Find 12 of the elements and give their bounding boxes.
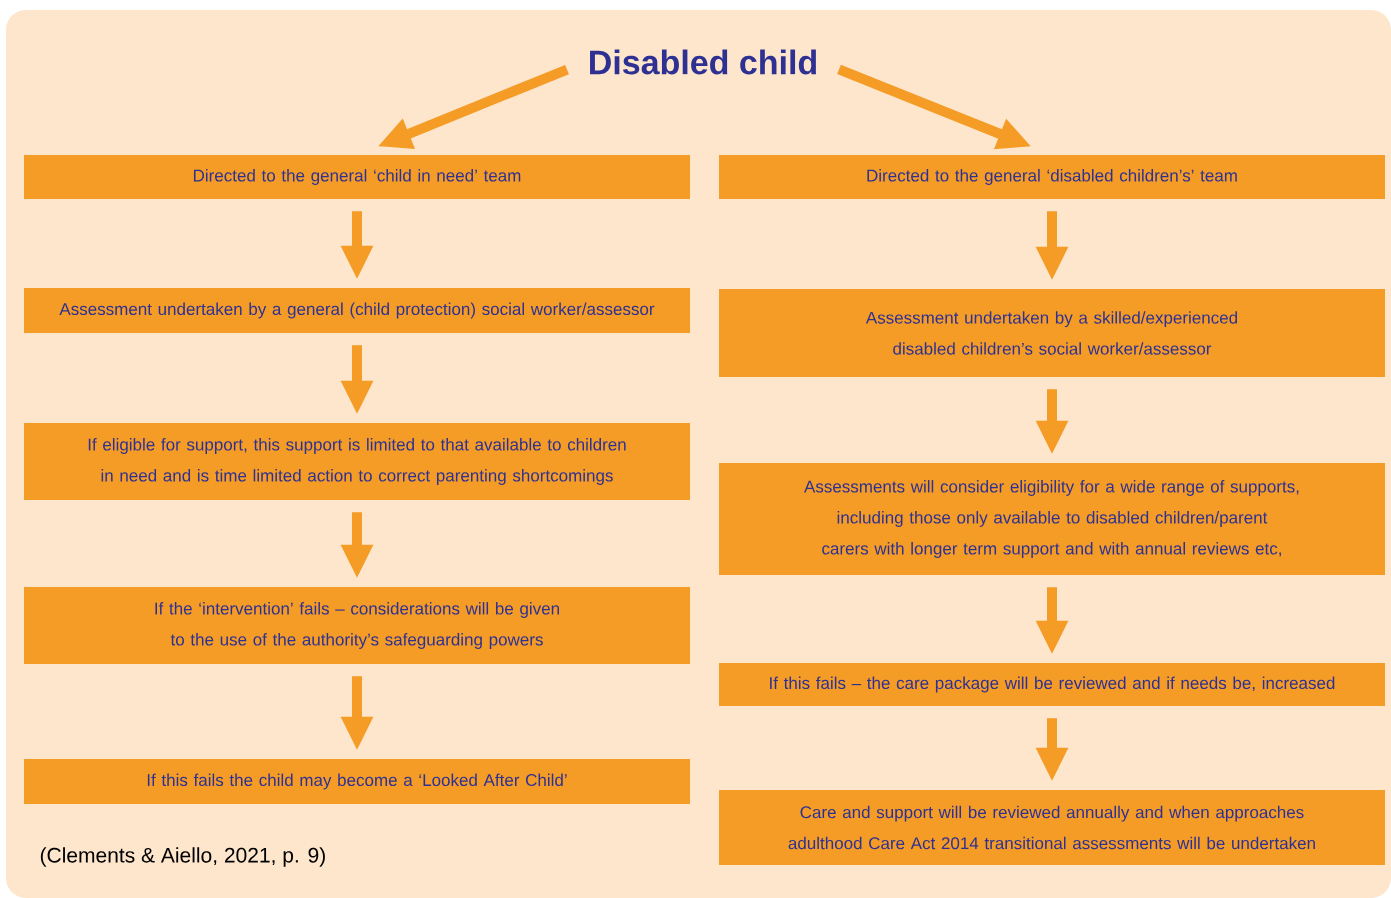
process-box: Assessment undertaken by a skilled/experienced disabled children’s social worker/assessor xyxy=(719,289,1385,377)
process-box: Directed to the general ‘disabled children’s’ team xyxy=(719,155,1385,199)
title: Disabled child xyxy=(590,49,816,75)
process-box: Care and support will be reviewed annually and when approaches adulthood Care Act 2014 transitional assessments will be undertaken xyxy=(719,790,1385,865)
process-box: If this fails – the care package will be reviewed and if needs be, increased xyxy=(719,663,1385,706)
process-box: If this fails the child may become a ‘Looked After Child’ xyxy=(24,759,690,804)
process-box: Assessment undertaken by a general (child protection) social worker/assessor xyxy=(24,288,690,333)
caption: (Clements & Aiello, 2021, p. 9) xyxy=(40,847,325,867)
process-box: Directed to the general ‘child in need’ team xyxy=(24,155,690,199)
process-box: Assessments will consider eligibility for a wide range of supports, including those only available to disabled children/parent carers with longer term support and with annual reviews etc, xyxy=(719,463,1385,575)
process-box: If eligible for support, this support is limited to that available to children in need and is time limited action to correct parenting shortcomings xyxy=(24,423,690,500)
process-box: If the ‘intervention’ fails – considerations will be given to the use of the authority’s safeguarding powers xyxy=(24,587,690,664)
